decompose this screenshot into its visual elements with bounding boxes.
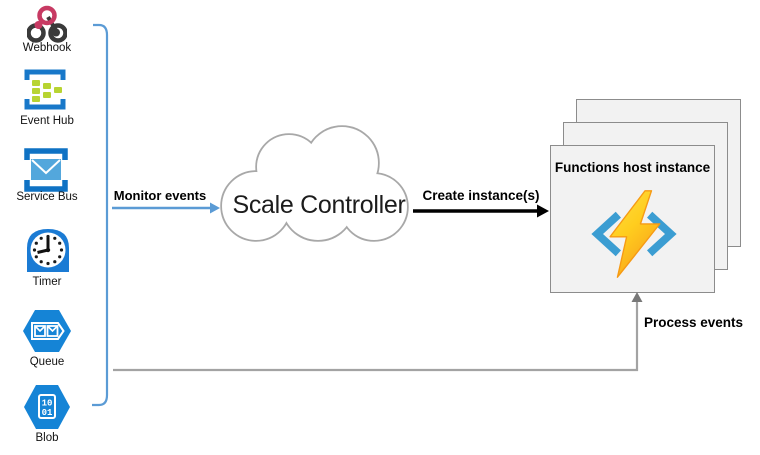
source-label-service-bus: Service Bus — [16, 191, 78, 203]
svg-text:10: 10 — [42, 399, 53, 409]
queue-icon — [22, 309, 72, 353]
process-events-label: Process events — [644, 315, 744, 330]
process-events-arrow — [113, 292, 643, 372]
source-label-queue: Queue — [29, 356, 65, 368]
webhook-icon — [27, 4, 67, 44]
service-bus-icon — [23, 148, 69, 192]
blob-icon: 10 01 — [23, 384, 71, 430]
create-instances-arrow — [413, 204, 549, 218]
azure-functions-icon — [588, 190, 680, 278]
event-hub-icon — [24, 69, 66, 110]
source-label-blob: Blob — [35, 432, 59, 444]
sources-bracket — [92, 23, 109, 407]
create-instances-label: Create instance(s) — [422, 188, 540, 203]
source-label-event-hub: Event Hub — [20, 115, 74, 127]
source-label-timer: Timer — [32, 276, 62, 288]
timer-icon — [24, 226, 72, 274]
source-label-webhook: Webhook — [22, 42, 72, 54]
scale-controller-label: Scale Controller — [232, 191, 406, 219]
monitor-events-arrow — [112, 202, 220, 214]
monitor-events-label: Monitor events — [113, 188, 207, 203]
scale-controller-cloud — [214, 119, 416, 254]
svg-text:01: 01 — [42, 408, 53, 418]
host-instance-box-front: Functions host instance — [550, 145, 715, 293]
host-instance-title: Functions host instance — [554, 160, 711, 175]
